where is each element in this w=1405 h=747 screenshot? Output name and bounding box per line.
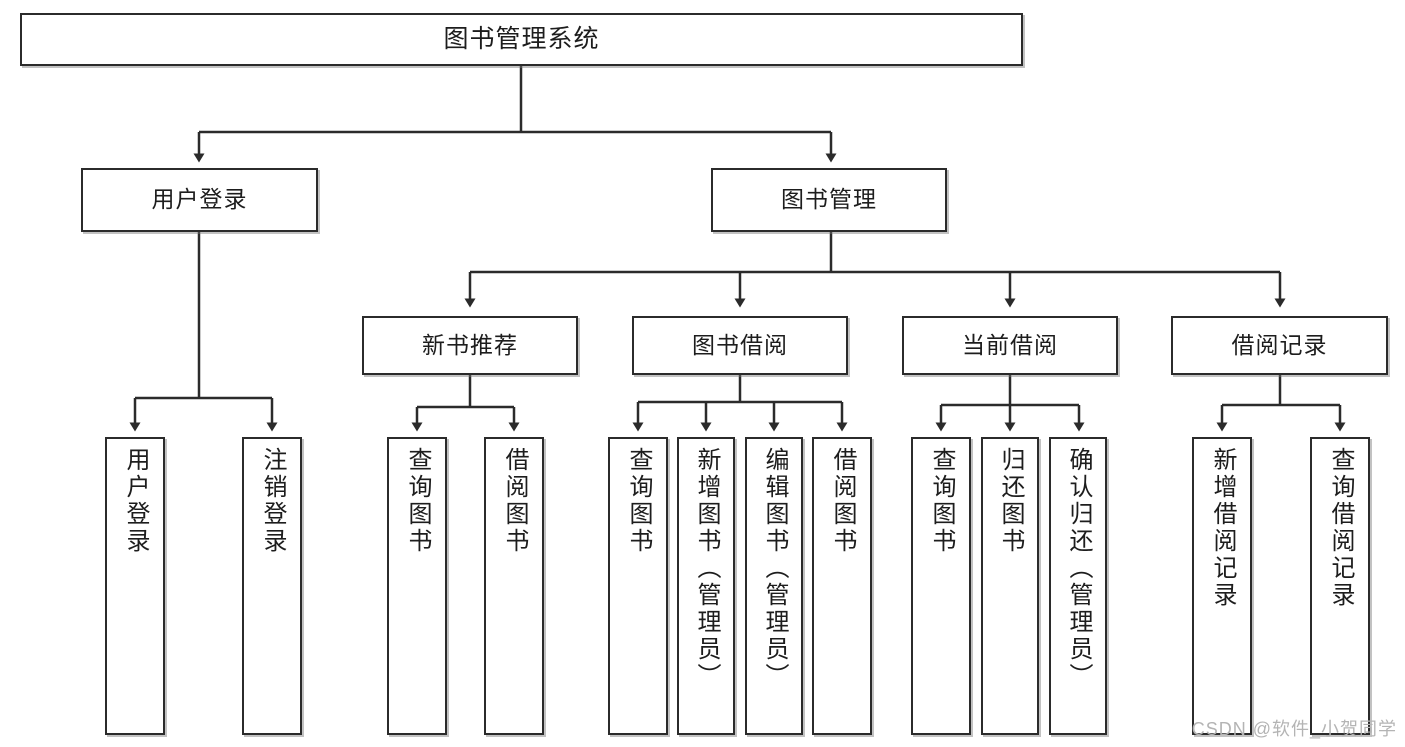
node-label: 借阅图书 — [501, 447, 528, 555]
leaf-borrow-record-query[interactable]: 查询借阅记录 — [1310, 437, 1370, 735]
leaf-user-login-logout[interactable]: 注销登录 — [242, 437, 302, 735]
node-new-book-recommend[interactable]: 新书推荐 — [362, 316, 578, 375]
node-label: 新书推荐 — [422, 331, 518, 358]
node-label: 编辑图书（管理员） — [761, 447, 788, 690]
leaf-book-borrow-borrow[interactable]: 借阅图书 — [812, 437, 872, 735]
leaf-current-borrow-query[interactable]: 查询图书 — [911, 437, 971, 735]
node-label: 图书借阅 — [692, 331, 788, 358]
node-label: 新增借阅记录 — [1209, 447, 1236, 609]
node-label: 查询图书 — [625, 447, 652, 555]
node-label: 用户登录 — [122, 447, 149, 555]
leaf-current-borrow-return[interactable]: 归还图书 — [981, 437, 1039, 735]
leaf-book-borrow-edit[interactable]: 编辑图书（管理员） — [745, 437, 803, 735]
watermark: CSDN @软件_小贺同学 — [1191, 719, 1397, 739]
leaf-current-borrow-confirm-return[interactable]: 确认归还（管理员） — [1049, 437, 1107, 735]
node-label: 查询图书 — [928, 447, 955, 555]
node-label: 借阅记录 — [1231, 331, 1328, 358]
node-current-borrow[interactable]: 当前借阅 — [902, 316, 1118, 375]
node-label: 注销登录 — [259, 447, 286, 555]
node-label: 确认归还（管理员） — [1065, 447, 1092, 690]
node-label: 归还图书 — [997, 447, 1024, 555]
node-label: 用户登录 — [151, 186, 248, 213]
node-label: 当前借阅 — [962, 331, 1058, 358]
node-user-login[interactable]: 用户登录 — [81, 168, 318, 232]
node-label: 新增图书（管理员） — [693, 447, 720, 690]
node-borrow-record[interactable]: 借阅记录 — [1171, 316, 1388, 375]
node-label: 查询借阅记录 — [1327, 447, 1354, 609]
leaf-new-book-borrow[interactable]: 借阅图书 — [484, 437, 544, 735]
leaf-user-login-login[interactable]: 用户登录 — [105, 437, 165, 735]
node-label: 借阅图书 — [829, 447, 856, 555]
node-label: 查询图书 — [404, 447, 431, 555]
node-book-management[interactable]: 图书管理 — [711, 168, 947, 232]
leaf-book-borrow-query[interactable]: 查询图书 — [608, 437, 668, 735]
leaf-borrow-record-add[interactable]: 新增借阅记录 — [1192, 437, 1252, 735]
node-root-system[interactable]: 图书管理系统 — [20, 13, 1023, 66]
leaf-new-book-query[interactable]: 查询图书 — [387, 437, 447, 735]
node-book-borrow[interactable]: 图书借阅 — [632, 316, 848, 375]
node-label: 图书管理 — [781, 186, 877, 213]
node-label: 图书管理系统 — [443, 24, 600, 53]
leaf-book-borrow-add[interactable]: 新增图书（管理员） — [677, 437, 735, 735]
